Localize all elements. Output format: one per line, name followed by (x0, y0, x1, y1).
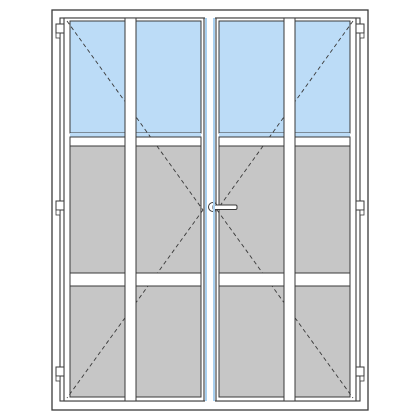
right-panel-4 (294, 285, 351, 398)
left-panel-4 (135, 285, 202, 398)
left-glass-strip-2 (136, 133, 201, 137)
right-panel-2 (294, 145, 351, 274)
left-glass-strip-1 (70, 133, 125, 137)
right-swing-line-1 (216, 20, 354, 211)
left-panel-1 (69, 145, 126, 274)
left-swing-line-2 (66, 209, 204, 399)
left-panel-2 (135, 145, 202, 274)
left-glass-2 (135, 20, 202, 134)
right-hinge-bottom (355, 366, 365, 377)
left-glass-1 (69, 20, 126, 134)
left-hinge-middle (55, 200, 65, 211)
right-hinge-top (355, 23, 365, 34)
right-glass-2 (294, 20, 351, 134)
right-glass-1 (218, 20, 285, 134)
left-hinge-top (55, 23, 65, 34)
right-swing-line-2 (216, 209, 354, 399)
left-panel-3 (69, 285, 126, 398)
right-hinge-middle (355, 200, 365, 211)
left-swing-line-1 (66, 20, 204, 211)
right-panel-3 (218, 285, 285, 398)
left-hinge-bottom (55, 366, 65, 377)
